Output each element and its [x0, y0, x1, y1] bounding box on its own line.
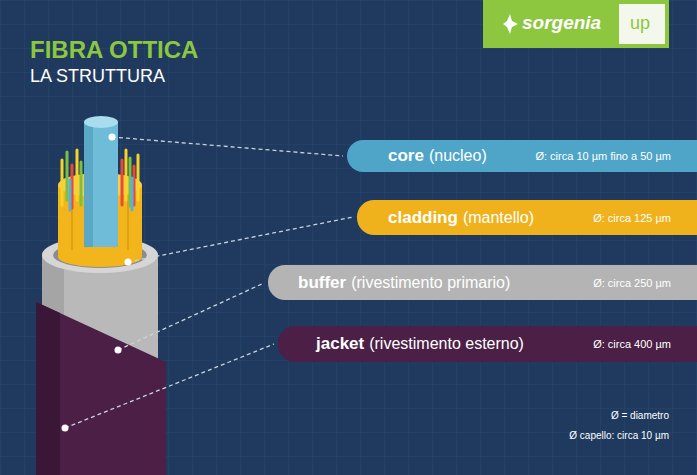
diameter-note: Ø: circa 10 µm fino a 50 µm [535, 150, 671, 162]
diameter-note: Ø: circa 125 µm [593, 212, 671, 224]
logo-star [503, 14, 518, 34]
part-name-italian: (nucleo) [429, 147, 487, 165]
buffer-band: buffer (rivestimento primario) Ø: circa 25… [268, 265, 697, 300]
logo-panel [483, 0, 669, 48]
core-top [84, 116, 118, 128]
cladding-bottom [58, 247, 142, 267]
part-name: core [388, 146, 424, 166]
footnote: Ø = diametro [611, 410, 669, 421]
jacket-band: jacket (rivestimento esterno) Ø: circa 400… [278, 326, 697, 362]
logo-up: up [630, 13, 650, 34]
band-heading: buffer (rivestimento primario) [298, 273, 510, 293]
part-name: jacket [316, 334, 364, 354]
diameter-note: Ø: circa 250 µm [593, 277, 671, 289]
cladding-band: cladding (mantello) Ø: circa 125 µm [357, 200, 697, 235]
core-shade [84, 122, 93, 247]
band-heading: jacket (rivestimento esterno) [316, 334, 524, 354]
jacket-body [36, 302, 166, 475]
leader-dots [62, 134, 132, 432]
band-heading: core (nucleo) [388, 146, 487, 166]
jacket-shade [36, 302, 60, 475]
logo-up-box [619, 4, 665, 44]
part-name-italian: (rivestimento primario) [351, 274, 510, 292]
diameter-note: Ø: circa 400 µm [593, 338, 671, 350]
subtitle: LA STRUTTURA [30, 66, 165, 87]
title: FIBRA OTTICA [30, 36, 198, 64]
part-name: cladding [388, 208, 458, 228]
footnote: Ø capello: circa 10 µm [569, 430, 669, 441]
logo-name: sorgenia [522, 12, 601, 34]
leader-lines [65, 137, 353, 428]
part-name: buffer [298, 273, 346, 293]
core-body [84, 122, 118, 247]
part-name-italian: (mantello) [463, 209, 534, 227]
part-name-italian: (rivestimento esterno) [369, 335, 524, 353]
core-band: core (nucleo) Ø: circa 10 µm fino a 50 µm [347, 140, 697, 172]
band-heading: cladding (mantello) [388, 208, 534, 228]
